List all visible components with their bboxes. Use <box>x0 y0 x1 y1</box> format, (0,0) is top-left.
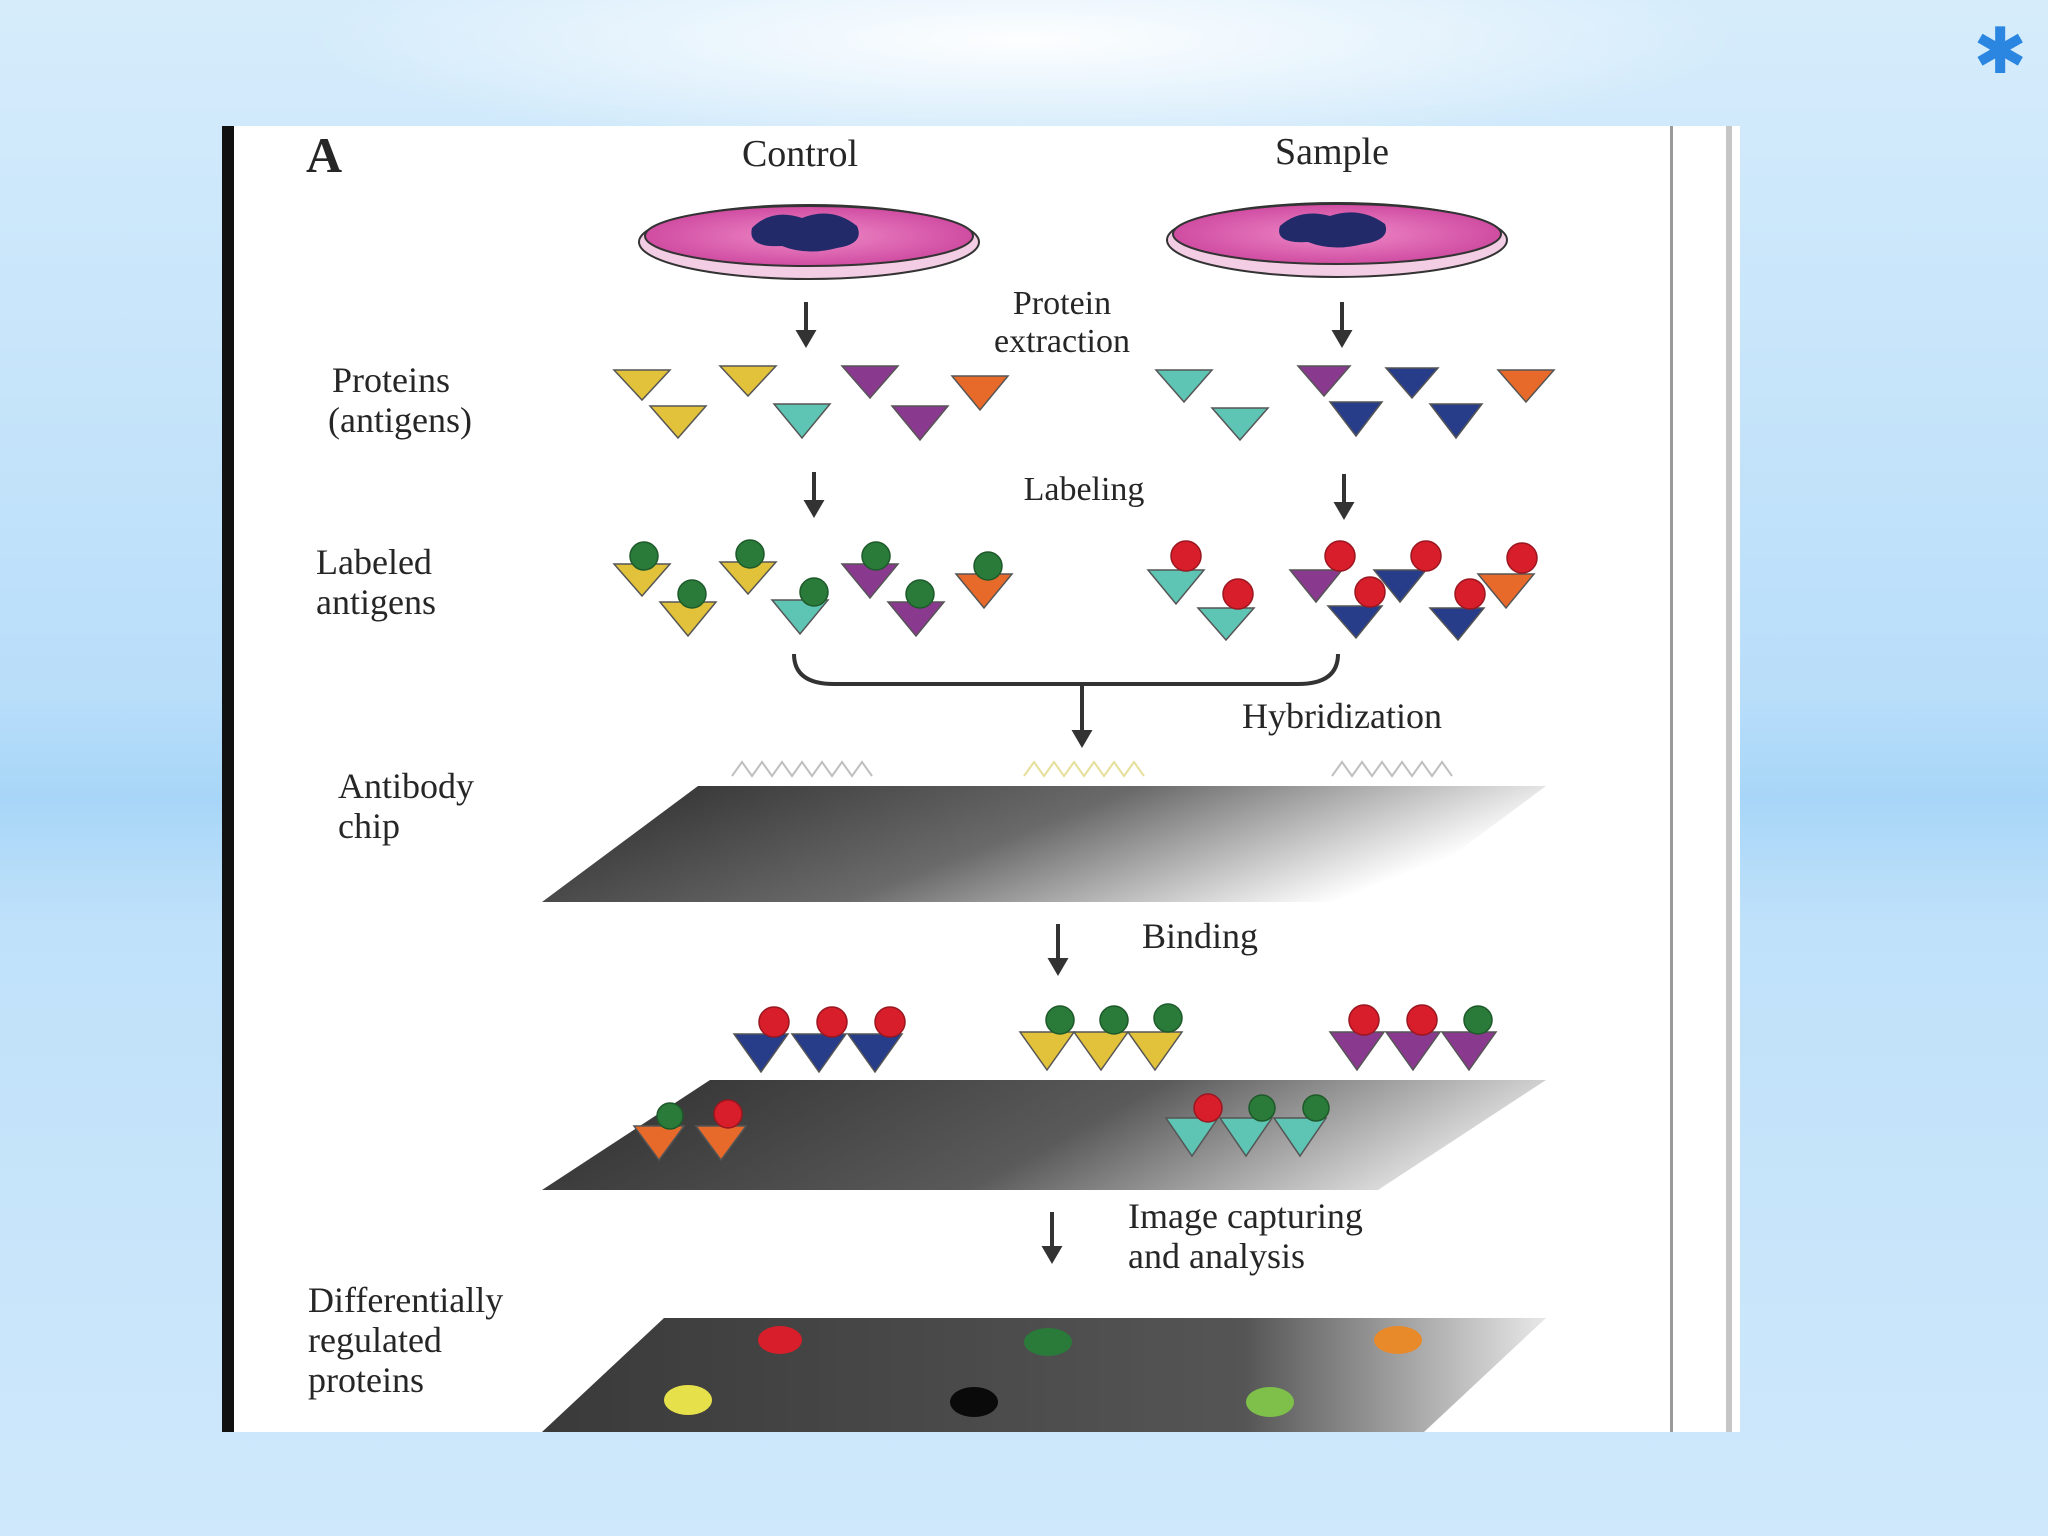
step-labeling: Labeling <box>1024 471 1145 508</box>
panel-left-border <box>222 126 234 1432</box>
stage-proteins-label-2: (antigens) <box>328 400 472 440</box>
control-antigens <box>612 365 1010 442</box>
panel-letter: A <box>306 127 342 183</box>
control-petri-dish <box>638 204 980 280</box>
step-image-capturing: Image capturing <box>1128 1196 1363 1236</box>
stage-labeled-label-2: antigens <box>316 582 436 622</box>
step-hybridization: Hybridization <box>1242 696 1442 736</box>
step-protein-extraction: Protein <box>1013 285 1111 322</box>
merge-bracket <box>792 653 1340 686</box>
control-label: Control <box>742 133 858 175</box>
antibody-array-workflow-diagram: A Control Sample Protein extraction Prot… <box>306 127 1556 1432</box>
antibody-chip-bound <box>542 1080 1546 1190</box>
step-protein-extraction-2: extraction <box>994 323 1130 360</box>
stage-result-label-2: regulated <box>308 1320 442 1360</box>
bound-antigens-top <box>732 1003 1498 1074</box>
step-image-capturing-2: and analysis <box>1128 1236 1305 1276</box>
stage-chip-label-2: chip <box>338 806 400 846</box>
sample-petri-dish <box>1166 202 1508 278</box>
step-binding: Binding <box>1142 916 1258 956</box>
down-arrow <box>1047 924 1069 976</box>
result-chip <box>542 1318 1546 1432</box>
stage-proteins-label: Proteins <box>332 360 450 400</box>
down-arrow <box>1071 686 1093 748</box>
stage-result-label: Differentially <box>308 1280 503 1320</box>
down-arrow <box>1041 1212 1063 1264</box>
figure-panel: A Control Sample Protein extraction Prot… <box>222 126 1740 1432</box>
asterisk-icon: ✱ <box>1973 15 2027 89</box>
antibody-chip <box>542 760 1546 902</box>
stage-result-label-3: proteins <box>308 1360 424 1400</box>
control-labeled-antigens <box>612 539 1014 638</box>
stage-labeled-label: Labeled <box>316 542 432 582</box>
down-arrow <box>795 302 1353 348</box>
sample-label: Sample <box>1275 131 1389 173</box>
panel-right-border-outer <box>1726 126 1732 1432</box>
stage-chip-label: Antibody <box>338 766 474 806</box>
panel-right-border <box>1670 126 1673 1432</box>
down-arrow <box>803 472 1355 520</box>
sample-labeled-antigens <box>1146 540 1538 642</box>
sample-antigens <box>1154 365 1556 442</box>
